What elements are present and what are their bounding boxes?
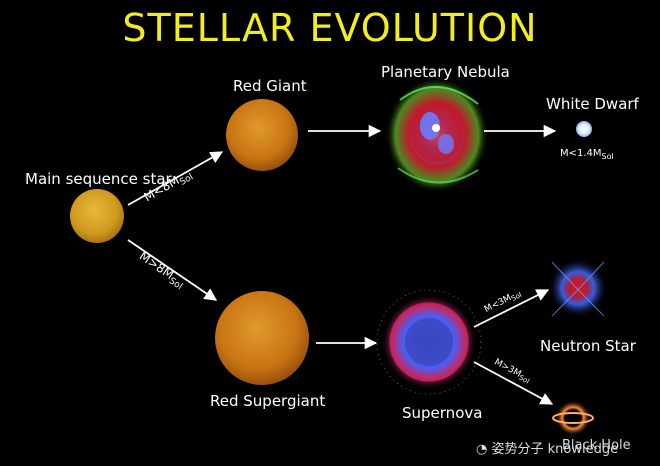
label-neutron-star: Neutron Star (540, 337, 636, 355)
label-supernova: Supernova (402, 404, 483, 422)
label-white-dwarf: White Dwarf (546, 95, 639, 113)
label-red-supergiant: Red Supergiant (210, 392, 326, 410)
black-hole-image (552, 400, 594, 436)
condition-white-dwarf: M<1.4MSol (560, 148, 614, 161)
arrow-supernova-to-black-hole (473, 361, 554, 405)
red-giant-star (226, 99, 298, 171)
label-black-hole: Black Hole (562, 438, 631, 453)
white-dwarf-star (576, 121, 592, 137)
diagram-title: STELLAR EVOLUTION (122, 6, 538, 50)
label-planetary-nebula: Planetary Nebula (381, 63, 510, 81)
label-main-sequence: Main sequence star (25, 170, 172, 188)
supernova-image (376, 289, 482, 395)
label-red-giant: Red Giant (233, 77, 307, 95)
planetary-nebula-image (385, 77, 489, 193)
arrow-supernova-to-neutron (473, 289, 550, 328)
arrow-main-to-supergiant (127, 239, 218, 301)
red-supergiant-star (215, 291, 309, 385)
watermark: ◔ 姿势分子 knowledge (476, 442, 619, 457)
weibo-icon: ◔ (476, 442, 492, 457)
main-sequence-star (70, 189, 124, 243)
arrow-main-to-red-giant (127, 151, 224, 206)
neutron-star-image (548, 258, 608, 318)
